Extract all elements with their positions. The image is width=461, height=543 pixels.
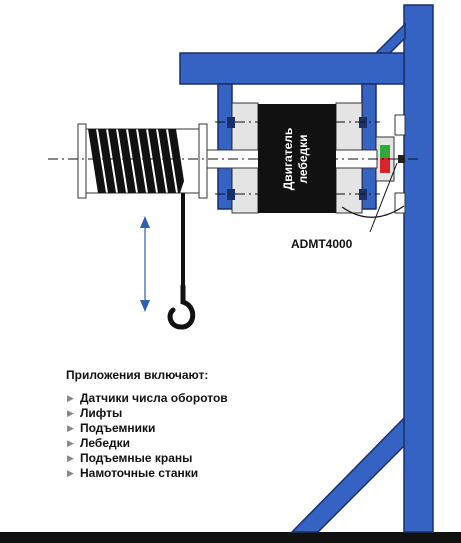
bullet-icon: ▶ xyxy=(67,408,74,418)
drum-left-flange xyxy=(77,123,87,199)
motion-arrow-head-down xyxy=(140,300,150,312)
winding-6 xyxy=(138,129,156,193)
list-item-label: Лифты xyxy=(80,406,123,420)
list-item: ▶ Подъемники xyxy=(66,421,326,436)
list-item-label: Лебедки xyxy=(80,436,131,450)
sensor-red-indicator xyxy=(380,158,390,173)
list-item-label: Подъемные краны xyxy=(80,451,193,465)
top-beam xyxy=(179,52,405,85)
column-mount-block-top xyxy=(394,114,406,136)
bullet-icon: ▶ xyxy=(67,468,74,478)
applications-list: ▶ Датчики числа оборотов ▶ Лифты ▶ Подъемни… xyxy=(66,391,326,481)
sensor-label: ADMT4000 xyxy=(291,237,353,251)
bullet-icon: ▶ xyxy=(67,393,74,403)
upper-diagonal-brace xyxy=(370,22,406,58)
floor-bar xyxy=(0,532,461,543)
list-item: ▶ Лебедки xyxy=(66,436,326,451)
list-item: ▶ Датчики числа оборотов xyxy=(66,391,326,406)
hook-icon xyxy=(167,283,196,330)
list-item-label: Датчики числа оборотов xyxy=(80,391,228,405)
applications-block: Приложения включают: ▶ Датчики числа обор… xyxy=(66,368,326,481)
winding-4 xyxy=(118,129,136,193)
list-item-label: Подъемники xyxy=(80,421,156,435)
list-item: ▶ Лифты xyxy=(66,406,326,421)
column-mount-block-bottom xyxy=(394,192,406,214)
drum-cable-windings xyxy=(88,129,184,193)
sensor-leader-line xyxy=(369,162,398,233)
sensor-magnet xyxy=(398,155,405,163)
bullet-icon: ▶ xyxy=(67,423,74,433)
winding-7 xyxy=(148,129,166,193)
rotation-arc xyxy=(341,205,405,218)
winding-5 xyxy=(128,129,146,193)
sensor-green-indicator xyxy=(380,145,390,158)
vertical-motion-arrow xyxy=(140,216,150,312)
winding-2 xyxy=(98,129,116,193)
winding-8 xyxy=(158,129,176,193)
drum-right-flange xyxy=(198,123,208,199)
winding-1 xyxy=(88,129,106,193)
winding-9 xyxy=(168,129,184,193)
bullet-icon: ▶ xyxy=(67,453,74,463)
winding-3 xyxy=(108,129,126,193)
list-item: ▶ Подъемные краны xyxy=(66,451,326,466)
bullet-icon: ▶ xyxy=(67,438,74,448)
vertical-column xyxy=(403,4,434,533)
list-item: ▶ Намоточные станки xyxy=(66,466,326,481)
motion-arrow-head-up xyxy=(140,216,150,228)
applications-title: Приложения включают: xyxy=(66,368,209,382)
list-item-label: Намоточные станки xyxy=(80,466,199,480)
